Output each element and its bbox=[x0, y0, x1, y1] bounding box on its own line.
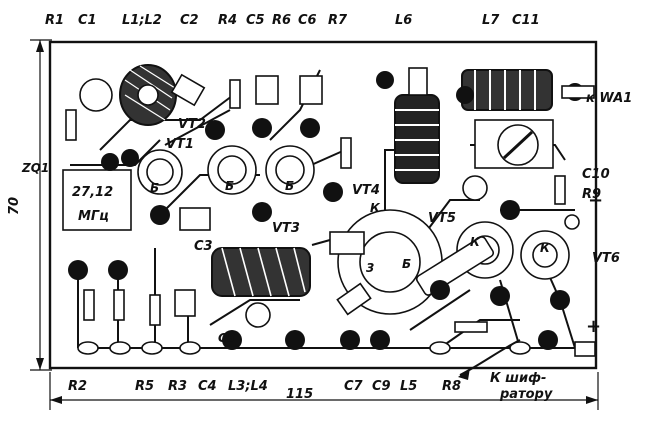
label-r3: R3 bbox=[168, 379, 187, 394]
pin-label-vt1-b: Б bbox=[150, 181, 159, 195]
plus-terminal-label: + bbox=[586, 316, 601, 337]
label-c8: C8 bbox=[218, 331, 235, 345]
label-c6: C6 bbox=[298, 13, 317, 28]
pin-label-vt5-k: К bbox=[470, 235, 481, 249]
coil-l7 bbox=[461, 69, 553, 111]
encoder-label-line1: К шиф- bbox=[490, 371, 546, 386]
label-r2: R2 bbox=[68, 379, 87, 394]
capacitor-c1 bbox=[79, 78, 113, 112]
crystal-frequency: 27,12 bbox=[72, 185, 113, 200]
label-c3: C3 bbox=[194, 239, 213, 254]
label-to-wa1: к WA1 bbox=[586, 91, 632, 106]
label-vt5: VT5 bbox=[428, 211, 456, 226]
label-vt2: VT2 bbox=[178, 117, 206, 132]
label-l7: L7 bbox=[482, 13, 500, 28]
transistor-vt6 bbox=[520, 230, 570, 280]
label-c7: C7 bbox=[344, 379, 364, 394]
capacitors bbox=[170, 73, 488, 328]
label-l1-l2: L1;L2 bbox=[122, 13, 162, 28]
label-c10: C10 bbox=[582, 167, 610, 182]
dimension-height: 70 bbox=[7, 39, 52, 371]
crystal-zq1 bbox=[62, 169, 132, 231]
label-zq1: ZQ1 bbox=[21, 161, 49, 175]
label-c11: C11 bbox=[512, 13, 540, 28]
coil-l3-l4 bbox=[211, 247, 311, 297]
crystal-unit: МГц bbox=[78, 209, 109, 224]
label-r4: R4 bbox=[218, 13, 237, 28]
label-r9: R9 bbox=[582, 187, 601, 202]
trimmer-c11 bbox=[474, 119, 554, 169]
transistor-vt2 bbox=[207, 145, 257, 195]
label-r8: R8 bbox=[442, 379, 461, 394]
pin-label-vt4-k: К bbox=[370, 201, 381, 215]
label-c1: C1 bbox=[78, 13, 97, 28]
dimension-width: 115 bbox=[49, 372, 599, 410]
label-l3-l4: L3;L4 bbox=[228, 379, 268, 394]
label-vt3: VT3 bbox=[272, 221, 300, 236]
encoder-arrow-icon bbox=[458, 368, 470, 380]
transistor-vt3 bbox=[265, 145, 315, 195]
transistor-vt1 bbox=[137, 149, 183, 195]
label-l6: L6 bbox=[395, 13, 412, 28]
label-r7: R7 bbox=[328, 13, 348, 28]
label-c4: C4 bbox=[198, 379, 217, 394]
resistors bbox=[65, 79, 566, 333]
label-l5: L5 bbox=[400, 379, 417, 394]
width-dimension-label: 115 bbox=[286, 387, 313, 402]
pin-label-vt6-k: К bbox=[540, 241, 551, 255]
pin-label-vt4-e: 3 bbox=[366, 261, 374, 275]
coil-l6 bbox=[394, 67, 440, 184]
pin-label-vt4-b: Б bbox=[402, 257, 411, 271]
label-c9: C9 bbox=[372, 379, 391, 394]
coil-l1-l2 bbox=[119, 64, 177, 126]
encoder-label-line2: ратору bbox=[499, 387, 553, 402]
label-vt1: VT1 bbox=[166, 137, 194, 152]
label-r1: R1 bbox=[45, 13, 64, 28]
height-dimension-label: 70 bbox=[7, 197, 22, 215]
label-c5: C5 bbox=[246, 13, 265, 28]
pin-label-vt3-b: Б bbox=[285, 179, 294, 193]
choke-l5 bbox=[415, 236, 495, 296]
label-vt6: VT6 bbox=[592, 251, 620, 266]
minus-terminal-label: − bbox=[588, 190, 603, 211]
edge-connectors bbox=[77, 85, 596, 357]
label-r5: R5 bbox=[135, 379, 154, 394]
label-vt4: VT4 bbox=[352, 183, 380, 198]
label-c2: C2 bbox=[180, 13, 199, 28]
pin-label-vt2-b: Б bbox=[225, 179, 234, 193]
label-r6: R6 bbox=[272, 13, 291, 28]
